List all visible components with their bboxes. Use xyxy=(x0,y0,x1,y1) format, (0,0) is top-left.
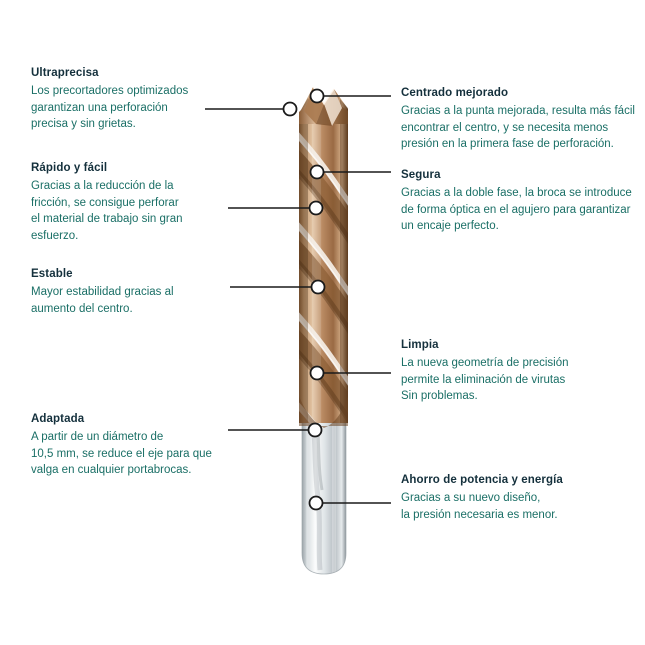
annotation-line: de forma óptica en el agujero para garan… xyxy=(401,203,631,216)
annotation-body-ultraprecisa: Los precortadores optimizados garantizan… xyxy=(31,83,188,133)
annotation-line: garantizan una perforación xyxy=(31,101,168,114)
annotation-body-centrado-mejorado: Gracias a la punta mejorada, resulta más… xyxy=(401,103,635,153)
annotation-title-adaptada: Adaptada xyxy=(31,413,85,425)
annotation-estable: Estable Mayor estabilidad gracias al aum… xyxy=(31,267,174,317)
annotation-ahorro-de-potencia-y-energia: Ahorro de potencia y energía Gracias a s… xyxy=(401,473,563,523)
annotation-line: valga en cualquier portabrocas. xyxy=(31,464,192,476)
annotation-title-ahorro-de-potencia-y-energia: Ahorro de potencia y energía xyxy=(401,474,563,486)
annotation-line: Gracias a la doble fase, la broca se int… xyxy=(401,187,632,199)
annotation-line: A partir de un diámetro de xyxy=(31,431,164,443)
annotation-line: Mayor estabilidad gracias al xyxy=(31,286,174,298)
annotation-title-ultraprecisa: Ultraprecisa xyxy=(31,67,99,79)
annotation-ultraprecisa: Ultraprecisa Los precortadores optimizad… xyxy=(31,66,188,133)
annotation-body-rapido-y-facil: Gracias a la reducción de la fricción, s… xyxy=(31,178,183,244)
drill-bit-illustration xyxy=(299,86,348,575)
annotation-line: fricción, se consigue perforar xyxy=(31,196,179,209)
annotation-line: la presión necesaria es menor. xyxy=(401,508,558,521)
drill-flute-body xyxy=(299,87,348,428)
drill-shank xyxy=(301,403,347,575)
annotation-rapido-y-facil: Rápido y fácil Gracias a la reducción de… xyxy=(31,161,183,244)
annotation-line: presión en la primera fase de perforació… xyxy=(401,138,614,150)
annotation-line: esfuerzo. xyxy=(31,229,79,242)
annotation-limpia: Limpia La nueva geometría de precisión p… xyxy=(401,338,569,405)
annotation-body-segura: Gracias a la doble fase, la broca se int… xyxy=(401,185,632,235)
annotation-line: 10,5 mm, se reduce el eje para que xyxy=(31,447,212,460)
annotation-line: Gracias a su nuevo diseño, xyxy=(401,492,541,504)
annotation-line: Gracias a la punta mejorada, resulta más… xyxy=(401,105,635,117)
annotation-line: aumento del centro. xyxy=(31,302,133,315)
drill-tip xyxy=(299,86,348,126)
annotation-line: permite la eliminación de virutas xyxy=(401,373,566,386)
annotation-line: La nueva geometría de precisión xyxy=(401,357,569,369)
annotation-line: encontrar el centro, y se necesita menos xyxy=(401,121,609,134)
annotation-line: precisa y sin grietas. xyxy=(31,118,136,130)
annotation-title-limpia: Limpia xyxy=(401,339,439,351)
annotation-body-ahorro-de-potencia-y-energia: Gracias a su nuevo diseño, la presión ne… xyxy=(401,490,563,523)
annotation-line: el material de trabajo sin gran xyxy=(31,213,183,225)
annotation-title-rapido-y-facil: Rápido y fácil xyxy=(31,162,108,174)
annotation-title-centrado-mejorado: Centrado mejorado xyxy=(401,87,509,99)
annotation-segura: Segura Gracias a la doble fase, la broca… xyxy=(401,168,632,235)
annotation-centrado-mejorado: Centrado mejorado Gracias a la punta mej… xyxy=(401,86,635,153)
annotation-body-estable: Mayor estabilidad gracias al aumento del… xyxy=(31,284,174,317)
annotation-body-limpia: La nueva geometría de precisión permite … xyxy=(401,355,569,405)
annotation-line: un encaje perfecto. xyxy=(401,220,499,232)
annotation-line: Gracias a la reducción de la xyxy=(31,180,174,192)
annotation-title-segura: Segura xyxy=(401,169,441,181)
annotation-title-estable: Estable xyxy=(31,268,73,280)
annotation-line: Los precortadores optimizados xyxy=(31,85,189,97)
annotation-line: Sin problemas. xyxy=(401,390,478,402)
annotation-body-adaptada: A partir de un diámetro de 10,5 mm, se r… xyxy=(31,429,212,479)
annotation-adaptada: Adaptada A partir de un diámetro de 10,5… xyxy=(31,412,212,479)
